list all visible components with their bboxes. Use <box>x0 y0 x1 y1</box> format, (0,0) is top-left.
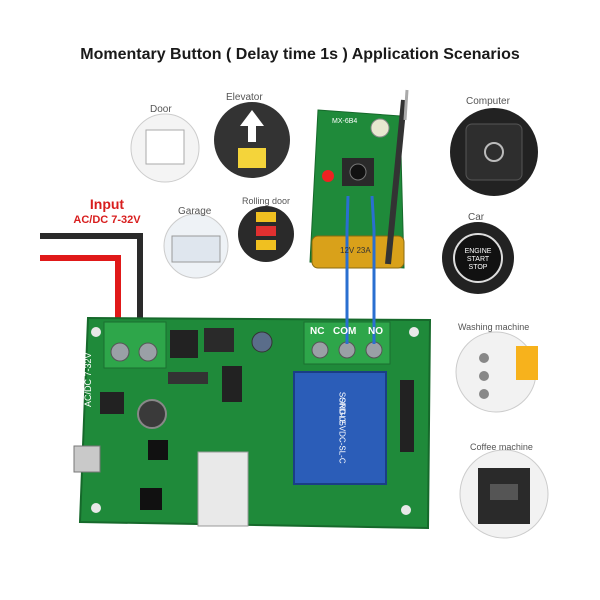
remote-model: MX-6B4 <box>332 118 358 125</box>
relay-board <box>73 316 432 530</box>
input-title: Input <box>89 196 125 212</box>
coffee-machine-label: Coffee machine <box>470 442 533 452</box>
relay-brand-label: SONGLE <box>337 391 347 426</box>
scenario-door <box>130 113 200 183</box>
scenario-washing-machine <box>455 331 538 413</box>
washing-machine-label: Washing machine <box>458 322 530 332</box>
scenario-car <box>442 222 514 294</box>
car-label: Car <box>468 212 485 223</box>
scenario-coffee-machine <box>459 449 549 539</box>
car-button-line1: ENGINE <box>464 248 492 255</box>
rolling-door-label: Rolling door <box>242 196 291 206</box>
elevator-label: Elevator <box>226 92 263 103</box>
no-label: NO <box>368 326 383 337</box>
input-voltage: AC/DC 7-32V <box>73 214 141 226</box>
computer-label: Computer <box>466 96 510 107</box>
scenario-elevator <box>214 102 290 178</box>
rf-remote <box>309 89 409 269</box>
input-wires <box>40 233 143 330</box>
input-label: Input AC/DC 7-32V <box>62 196 152 226</box>
car-button-text: ENGINE START STOP <box>460 248 496 272</box>
terminal-voltage-label: AC/DC 7-32V <box>83 352 93 407</box>
scenario-rolling-door <box>238 206 294 262</box>
battery-label: 12V 23A <box>340 246 371 255</box>
scenario-garage <box>163 213 229 279</box>
car-button-line3: STOP <box>468 264 488 271</box>
com-label: COM <box>333 326 357 337</box>
garage-label: Garage <box>178 206 212 217</box>
door-label: Door <box>150 104 172 115</box>
car-button-line2: START <box>466 256 490 263</box>
page-title: Momentary Button ( Delay time 1s ) Appli… <box>80 46 520 63</box>
scenario-computer <box>450 108 538 196</box>
blue-wires <box>345 195 376 344</box>
nc-label: NC <box>310 326 325 337</box>
